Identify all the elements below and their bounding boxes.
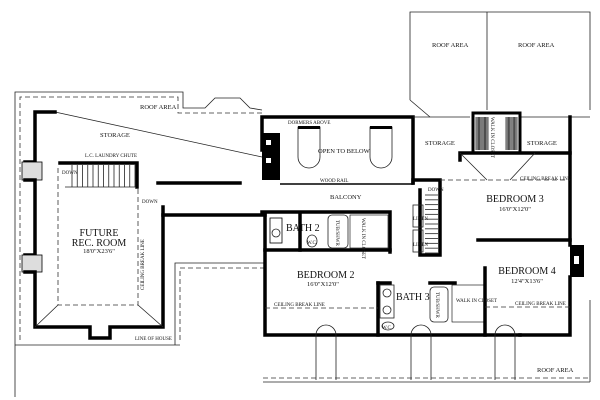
label-laundry-chute: L.C. LAUNDRY CHUTE [85, 154, 137, 159]
label-future-rec-room-1: FUTURE [80, 228, 119, 239]
label-wood-rail: WOOD RAIL [320, 179, 348, 184]
label-storage-mid: STORAGE [425, 140, 455, 147]
label-bedroom-4: BEDROOM 4 [498, 266, 556, 277]
label-closet-b4: WALK IN CLOSET [456, 299, 497, 304]
label-bath-2: BATH 2 [286, 223, 320, 234]
label-ceiling-break-b4: CEILING BREAK LINE [515, 302, 566, 307]
label-wc-b3: W.C. [382, 326, 392, 331]
roof-outline [14, 11, 591, 397]
label-bath-3: BATH 3 [396, 292, 430, 303]
label-line-of-house: LINE OF HOUSE [135, 337, 172, 342]
label-bedroom-4-dims: 12'4"X13'6" [511, 278, 543, 285]
label-tub-b2: TUB/SHWR [334, 220, 339, 247]
label-roof-area-top-1: ROOF AREA [432, 42, 469, 49]
label-storage-left: STORAGE [100, 132, 130, 139]
label-bedroom-3: BEDROOM 3 [486, 194, 544, 205]
label-ceiling-break-b3: CEILING BREAK LINE [520, 177, 571, 182]
label-future-rec-room-2: REC. ROOM [72, 238, 127, 249]
label-roof-area-left: ROOF AREA [140, 104, 177, 111]
label-roof-area-bottom: ROOF AREA [537, 367, 574, 374]
storage-slope-line [54, 111, 263, 158]
label-closet-b3: WALK IN CLOSET [489, 117, 494, 158]
label-roof-area-top-2: ROOF AREA [518, 42, 555, 49]
label-bedroom-3-dims: 16'0"X12'0" [499, 206, 531, 213]
label-closet-b2: WALK IN CLOSET [360, 218, 365, 259]
label-down-1: DOWN [62, 171, 78, 176]
label-dormers-above: DORMERS ABOVE [288, 121, 330, 126]
label-tub-b3: TUB/SHWR [434, 292, 439, 319]
ceiling-break-lines [265, 179, 570, 309]
label-down-3: DOWN [428, 188, 444, 193]
label-down-2: DOWN [142, 200, 158, 205]
walls-left-wing [21, 110, 267, 340]
label-ceiling-break-b2: CEILING BREAK LINE [274, 303, 325, 308]
label-linen-2: LINEN [413, 243, 428, 248]
label-ceiling-break-rec: CEILING BREAK LINE [141, 239, 146, 290]
label-storage-right: STORAGE [527, 140, 557, 147]
label-bedroom-2-dims: 16'0"X12'0" [307, 281, 339, 288]
label-linen-1: LINEN [413, 217, 428, 222]
label-open-to-below: OPEN TO BELOW [318, 148, 371, 155]
walls-center [260, 115, 522, 380]
walls-right [413, 111, 590, 337]
stairs-left [65, 165, 136, 188]
label-wc-b2: W.C. [307, 241, 317, 246]
label-future-rec-room-dims: 18'0"X23'6" [83, 248, 115, 255]
label-balcony: BALCONY [330, 194, 362, 201]
label-bedroom-2: BEDROOM 2 [297, 270, 355, 281]
labels: ROOF AREA STORAGE L.C. LAUNDRY CHUTE DOW… [62, 42, 574, 374]
